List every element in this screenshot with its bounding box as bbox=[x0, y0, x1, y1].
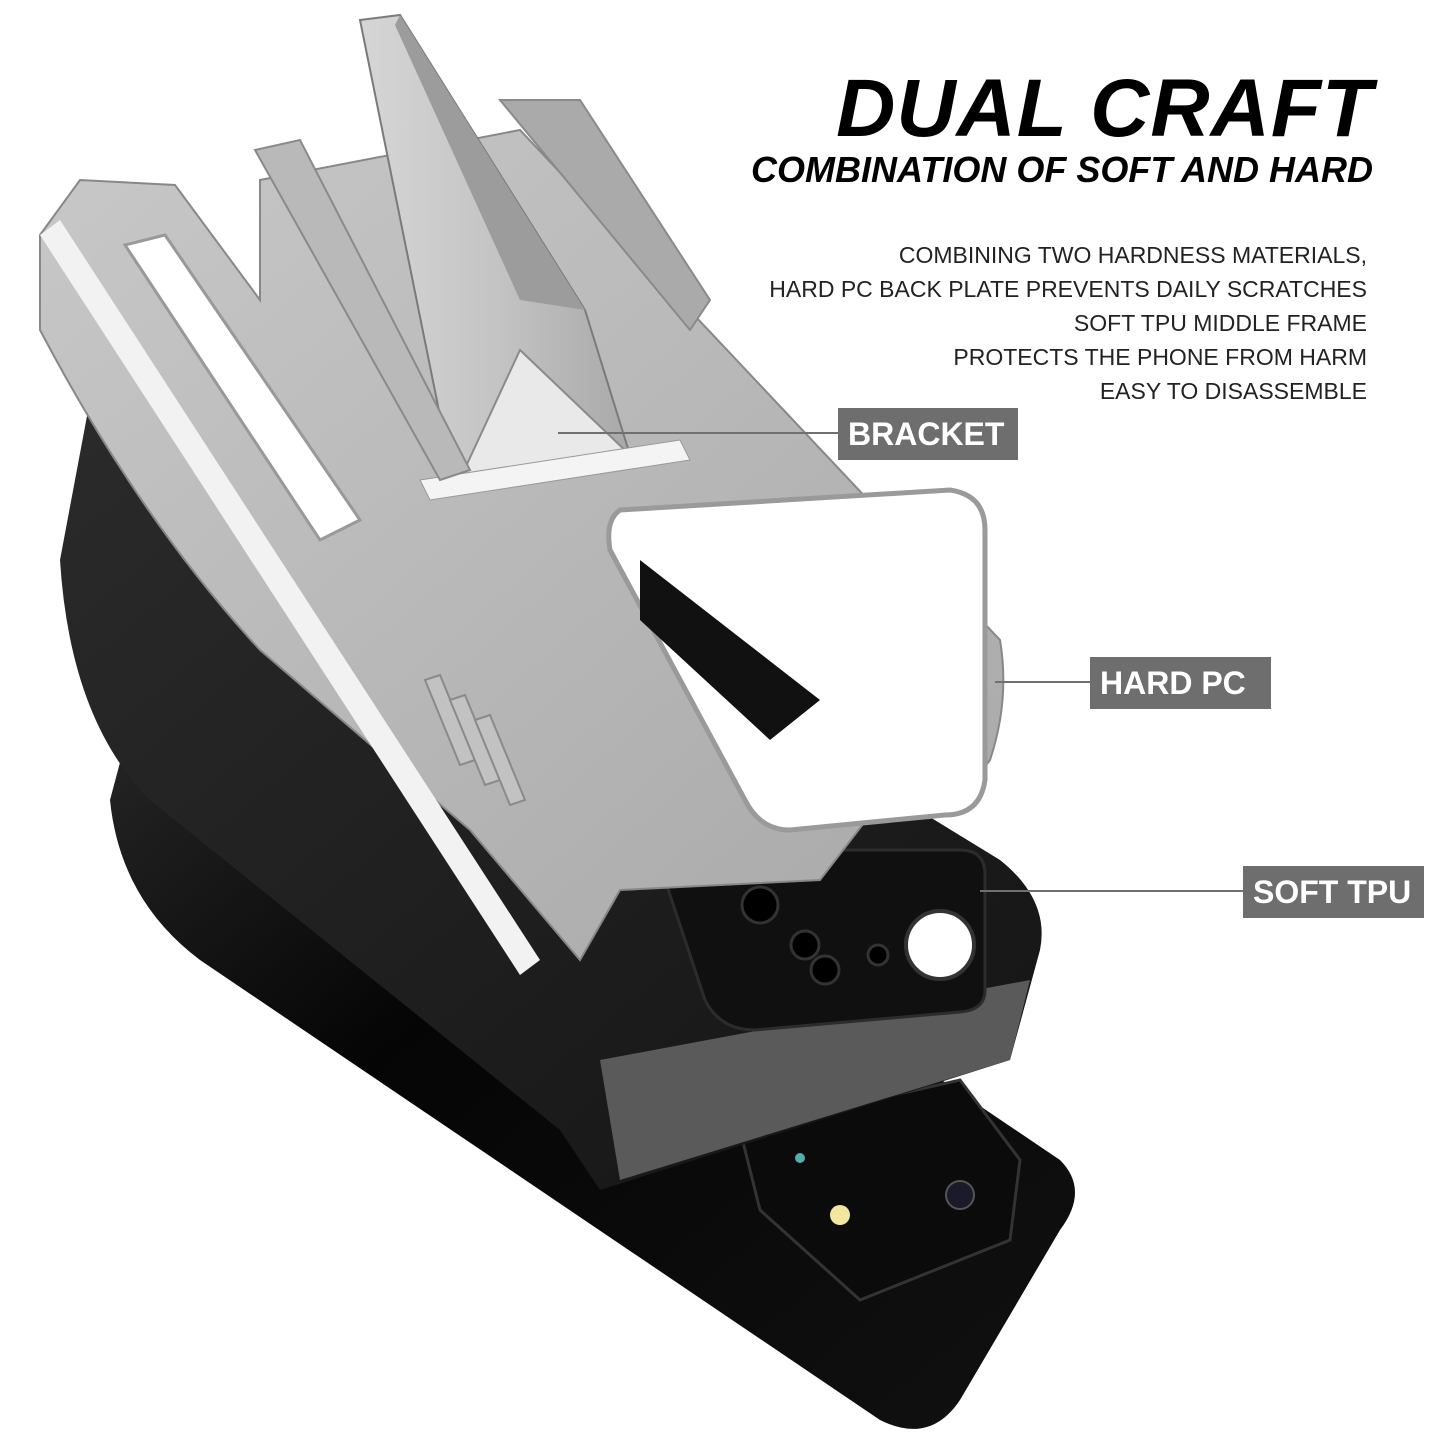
soft-tpu-leader-line bbox=[980, 890, 1244, 892]
feature-line: EASY TO DISASSEMBLE bbox=[1099, 378, 1367, 404]
headline-title: DUAL CRAFT bbox=[836, 63, 1373, 154]
feature-line: COMBINING TWO HARDNESS MATERIALS, bbox=[898, 242, 1367, 268]
feature-line: SOFT TPU MIDDLE FRAME bbox=[1073, 310, 1367, 336]
headline-subtitle: COMBINATION OF SOFT AND HARD bbox=[751, 149, 1373, 190]
kickstand-bracket bbox=[253, 13, 712, 501]
feature-line: HARD PC BACK PLATE PREVENTS DAILY SCRATC… bbox=[769, 276, 1367, 302]
feature-description: COMBINING TWO HARDNESS MATERIALS, HARD P… bbox=[769, 238, 1367, 408]
callout-soft-tpu: SOFT TPU bbox=[1243, 866, 1424, 918]
hard-pc-leader-line bbox=[995, 681, 1091, 683]
callout-hard-pc: HARD PC bbox=[1090, 657, 1271, 709]
hard-pc-plate bbox=[39, 128, 1005, 975]
feature-line: PROTECTS THE PHONE FROM HARM bbox=[953, 344, 1367, 370]
callout-bracket: BRACKET bbox=[838, 408, 1018, 460]
bracket-leader-line bbox=[558, 432, 838, 434]
grip-ridges bbox=[423, 673, 527, 807]
